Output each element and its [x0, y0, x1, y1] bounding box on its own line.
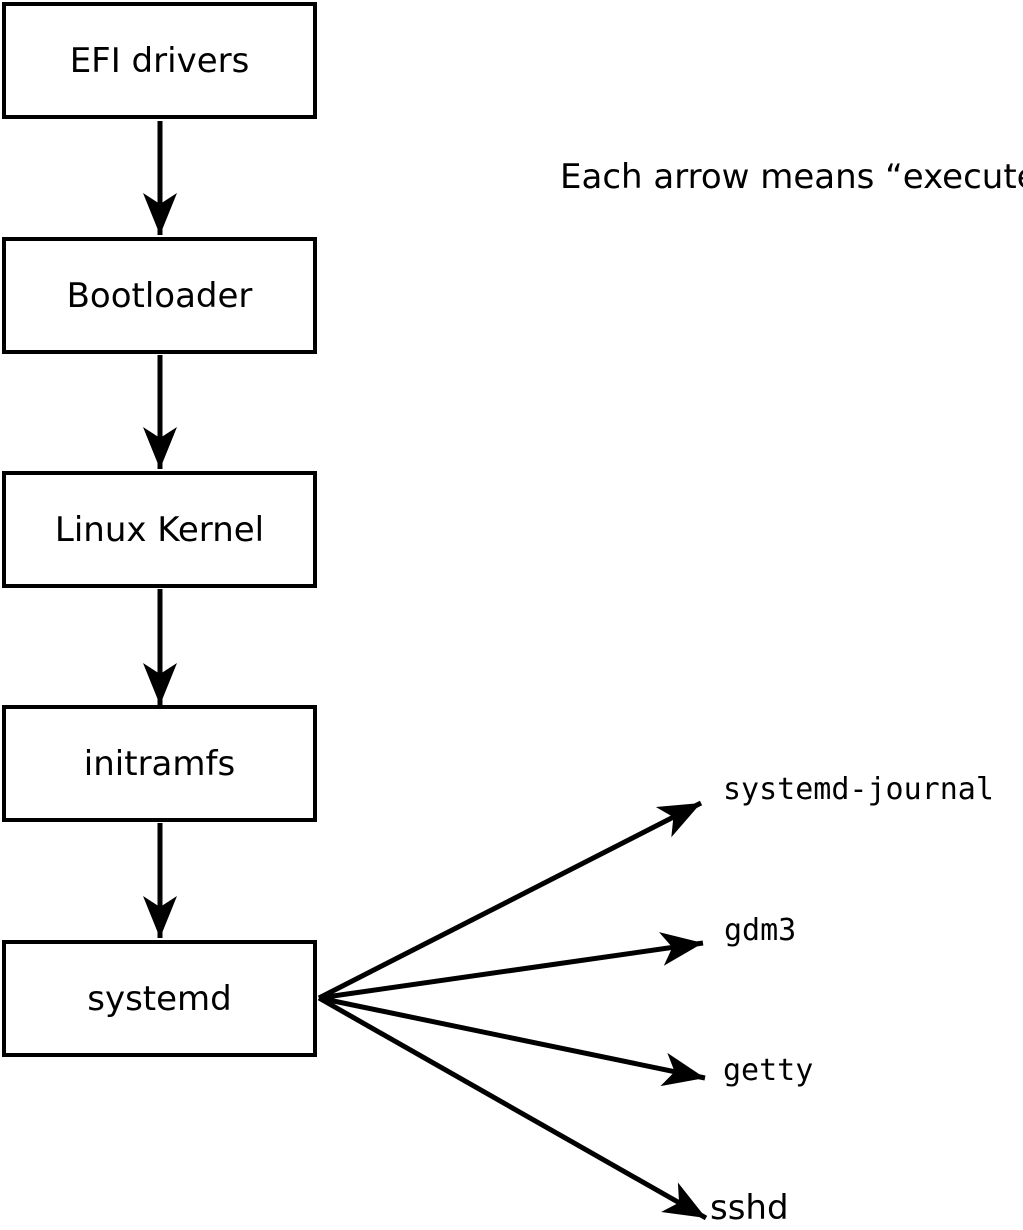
- arrow-systemd-to-journal: [317, 800, 703, 1001]
- node-bootloader: Bootloader: [2, 237, 317, 354]
- node-bootloader-label: Bootloader: [66, 275, 253, 316]
- node-initramfs-label: initramfs: [83, 743, 236, 784]
- node-linux-kernel-label: Linux Kernel: [54, 509, 265, 550]
- label-gdm3: gdm3: [724, 913, 797, 948]
- node-efi-drivers: EFI drivers: [2, 2, 317, 119]
- node-efi-drivers-label: EFI drivers: [69, 40, 250, 81]
- node-systemd-label: systemd: [87, 978, 232, 1019]
- label-getty: getty: [723, 1053, 814, 1088]
- node-systemd: systemd: [2, 940, 317, 1057]
- arrow-systemd-to-gdm3: [318, 932, 704, 1001]
- note-arrow-meaning: Each arrow means “executes”.: [560, 157, 1023, 197]
- label-systemd-journal: systemd-journal: [723, 772, 994, 807]
- label-sshd: sshd: [710, 1188, 789, 1228]
- arrow-systemd-to-getty: [318, 995, 706, 1087]
- arrow-systemd-to-sshd: [317, 995, 708, 1221]
- node-linux-kernel: Linux Kernel: [2, 471, 317, 588]
- node-initramfs: initramfs: [2, 705, 317, 822]
